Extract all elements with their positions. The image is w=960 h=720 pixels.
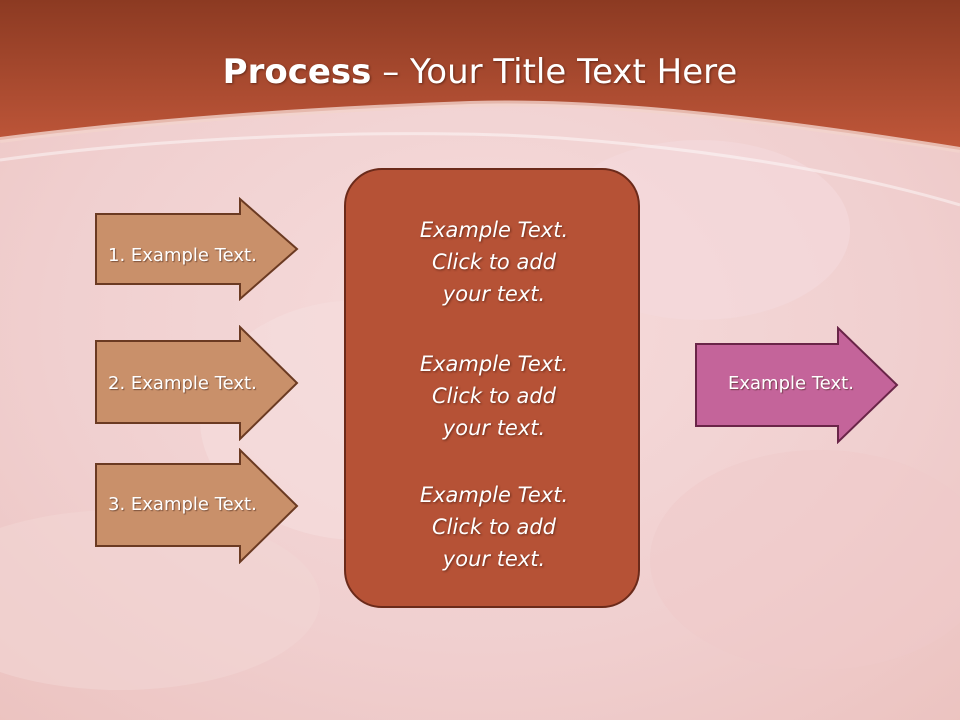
process-text-block-1: Example Text. Click to add your text. bbox=[346, 214, 642, 310]
process-text-block-3: Example Text. Click to add your text. bbox=[346, 479, 642, 575]
process-text-line: Click to add bbox=[431, 515, 556, 539]
process-text-line: Example Text. bbox=[419, 218, 569, 242]
process-text-line: Click to add bbox=[431, 384, 556, 408]
input-arrow-1[interactable] bbox=[94, 197, 300, 301]
process-text-block-2: Example Text. Click to add your text. bbox=[346, 348, 642, 444]
slide-title: Process – Your Title Text Here bbox=[0, 52, 960, 92]
process-box[interactable]: Example Text. Click to add your text. Ex… bbox=[344, 168, 640, 608]
title-bold: Process bbox=[222, 52, 372, 92]
title-dash: – bbox=[371, 52, 411, 92]
title-text: Your Title Text Here bbox=[410, 52, 738, 92]
input-arrow-3-label: 3. Example Text. bbox=[108, 494, 257, 515]
process-text-line: your text. bbox=[442, 416, 546, 440]
process-text-line: Example Text. bbox=[419, 483, 569, 507]
process-text-line: Click to add bbox=[431, 250, 556, 274]
input-arrow-3[interactable] bbox=[94, 448, 300, 564]
output-arrow[interactable] bbox=[694, 326, 900, 444]
output-arrow-label: Example Text. bbox=[728, 373, 854, 394]
process-text-line: Example Text. bbox=[419, 352, 569, 376]
input-arrow-2-label: 2. Example Text. bbox=[108, 373, 257, 394]
process-text-line: your text. bbox=[442, 282, 546, 306]
input-arrow-2[interactable] bbox=[94, 325, 300, 441]
process-text-line: your text. bbox=[442, 547, 546, 571]
input-arrow-1-label: 1. Example Text. bbox=[108, 245, 257, 266]
